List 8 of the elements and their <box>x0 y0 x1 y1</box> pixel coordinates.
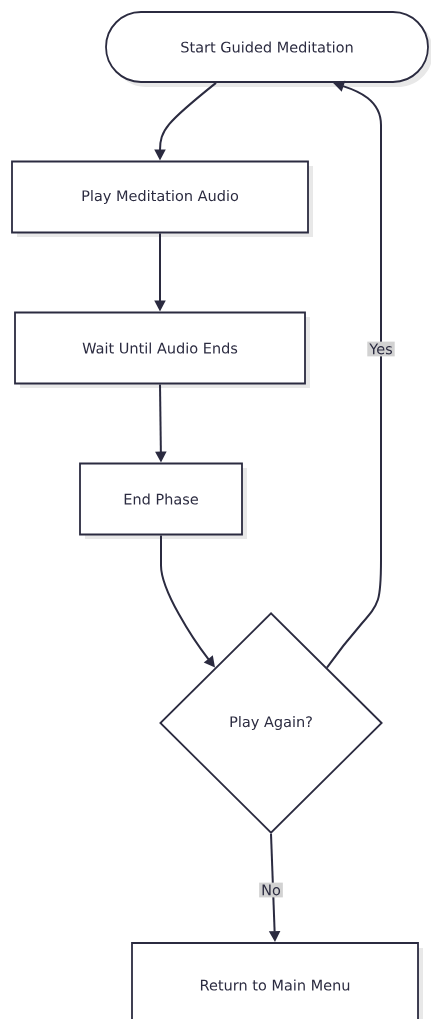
process-box: Wait Until Audio Ends <box>14 311 310 388</box>
edge-label: Yes <box>367 341 395 357</box>
edge-label: No <box>259 882 283 898</box>
process-box: Play Meditation Audio <box>11 160 313 237</box>
node-label: Start Guided Meditation <box>181 41 353 53</box>
process-box: Return to Main Menu <box>131 942 423 1019</box>
process-box: End Phase <box>79 462 247 539</box>
start-terminal: Start Guided Meditation <box>105 11 431 87</box>
